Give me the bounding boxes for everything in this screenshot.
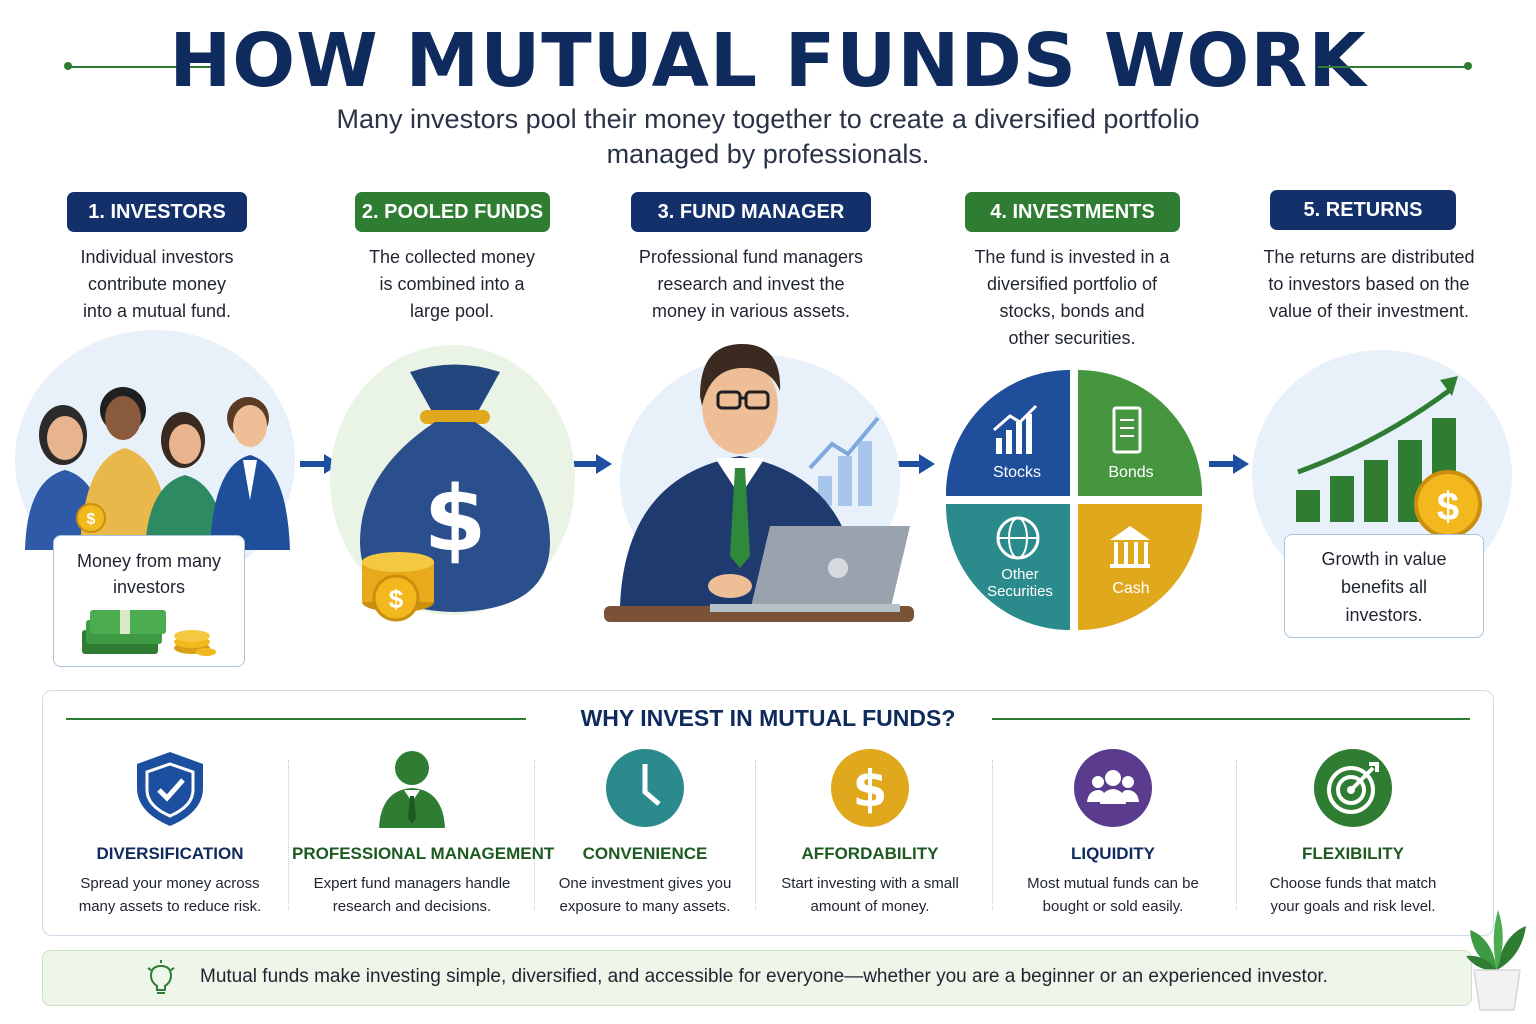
investors-note: Money from many investors bbox=[53, 535, 245, 667]
svg-text:$: $ bbox=[1437, 485, 1459, 529]
portfolio-pie bbox=[945, 370, 1203, 630]
dollar-coin-icon: $ bbox=[831, 749, 909, 827]
manager-icon bbox=[379, 751, 445, 828]
svg-text:$: $ bbox=[389, 584, 404, 614]
pie-label-bonds: Bonds bbox=[1108, 464, 1154, 481]
step-5-label: 5. RETURNS bbox=[1270, 190, 1456, 230]
page-title: HOW MUTUAL FUNDS WORK bbox=[169, 18, 1367, 104]
returns-note: Growth in value benefits all investors. bbox=[1284, 534, 1484, 638]
benefit-title: LIQUIDITY bbox=[1070, 844, 1156, 863]
svg-text:$: $ bbox=[424, 467, 487, 572]
clock-icon bbox=[606, 749, 684, 827]
why-right-line bbox=[992, 718, 1470, 720]
why-invest-panel bbox=[42, 690, 1494, 936]
page-subtitle: Many investors pool their money together… bbox=[268, 102, 1268, 172]
arrow-4-icon bbox=[1209, 454, 1249, 474]
subtitle-line-2: managed by professionals. bbox=[606, 139, 930, 169]
fund-manager-illustration bbox=[604, 344, 914, 622]
benefit-separator bbox=[755, 760, 756, 910]
arrow-2-icon bbox=[572, 454, 612, 474]
footer-text: Mutual funds make investing simple, dive… bbox=[200, 966, 1328, 987]
investors-illustration: $ bbox=[25, 387, 290, 550]
pie-label-other-securities: Other Securities bbox=[987, 566, 1053, 600]
benefit-diversification: DIVERSIFICATION Spread your money across… bbox=[60, 748, 280, 918]
benefit-separator bbox=[992, 760, 993, 910]
benefit-title: FLEXIBILITY bbox=[1302, 844, 1404, 863]
benefit-title: CONVENIENCE bbox=[582, 844, 708, 863]
pie-label-cash: Cash bbox=[1112, 580, 1150, 597]
money-bag-icon: $ $ bbox=[360, 364, 550, 622]
growth-chart-icon: $ bbox=[1296, 376, 1482, 538]
people-icon bbox=[1074, 749, 1152, 827]
plant-icon bbox=[1466, 910, 1526, 1011]
svg-text:$: $ bbox=[853, 760, 888, 818]
benefit-separator bbox=[534, 760, 535, 910]
svg-text:$: $ bbox=[87, 511, 96, 528]
step-4-label: 4. INVESTMENTS bbox=[965, 192, 1180, 232]
footer-banner bbox=[42, 950, 1472, 1006]
benefit-separator bbox=[288, 760, 289, 910]
why-left-line bbox=[66, 718, 526, 720]
title-right-dot bbox=[1464, 62, 1472, 70]
benefit-title: AFFORDABILITY bbox=[801, 844, 939, 863]
title-left-line bbox=[68, 66, 218, 68]
step-1-label: 1. INVESTORS bbox=[67, 192, 247, 232]
step-2-label: 2. POOLED FUNDS bbox=[355, 192, 550, 232]
cash-stack-icon bbox=[82, 610, 216, 656]
pie-label-stocks: Stocks bbox=[992, 464, 1041, 481]
benefit-affordability: $ AFFORDABILITY Start investing with a s… bbox=[760, 748, 980, 918]
benefit-separator bbox=[1236, 760, 1237, 910]
shield-check-icon bbox=[137, 752, 203, 826]
lightbulb-icon bbox=[147, 960, 175, 994]
benefit-title: PROFESSIONAL MANAGEMENT bbox=[292, 844, 555, 863]
target-icon bbox=[1314, 749, 1392, 827]
benefit-title: DIVERSIFICATION bbox=[96, 844, 244, 863]
subtitle-line-1: Many investors pool their money together… bbox=[336, 104, 1200, 134]
why-invest-title: WHY INVEST IN MUTUAL FUNDS? bbox=[580, 705, 956, 731]
step-3-label: 3. FUND MANAGER bbox=[631, 192, 871, 232]
arrow-3-icon bbox=[895, 454, 935, 474]
title-right-line bbox=[1318, 66, 1468, 68]
benefit-professional-management: PROFESSIONAL MANAGEMENT Expert fund mana… bbox=[292, 748, 555, 918]
